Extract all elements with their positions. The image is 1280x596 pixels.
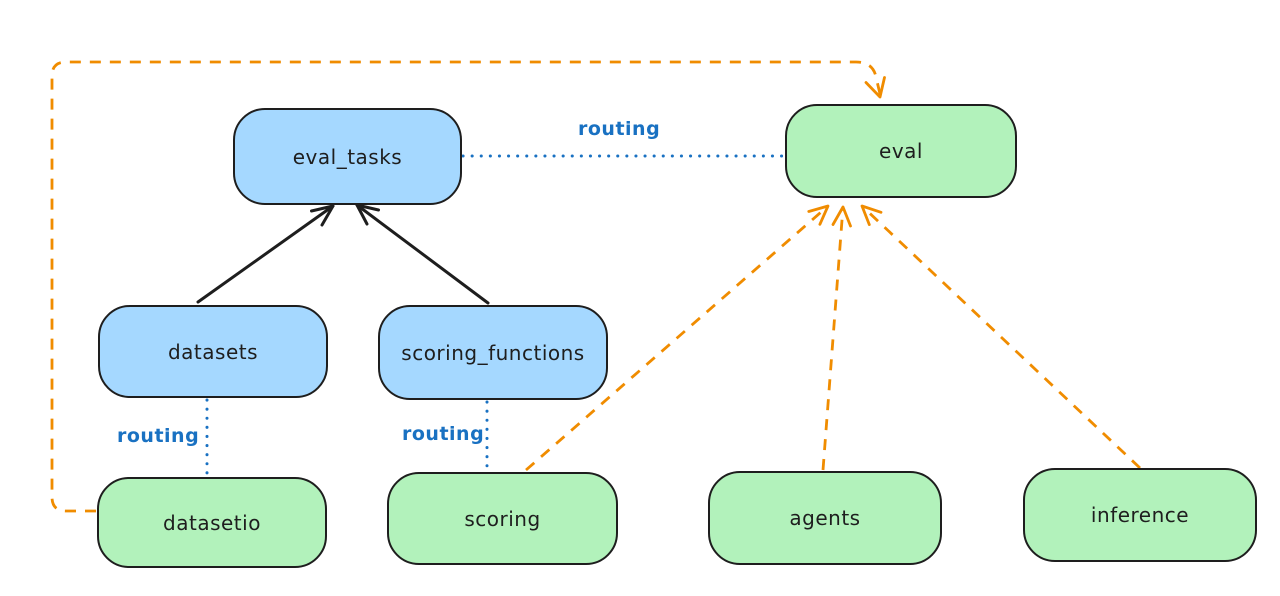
- edge-datasetio-to-eval-loop: [50, 60, 882, 513]
- node-scoring: scoring: [387, 472, 618, 565]
- edge-datasets-to-eval_tasks-arrowhead: [310, 204, 335, 227]
- node-inference: inference: [1023, 468, 1257, 562]
- node-agents: agents: [708, 471, 942, 565]
- node-scoring_functions-label: scoring_functions: [401, 340, 585, 365]
- node-eval_tasks-label: eval_tasks: [292, 144, 403, 169]
- edge-agents-to-eval: [821, 206, 845, 471]
- edge-agents-to-eval-arrowhead: [831, 205, 852, 228]
- node-scoring-label: scoring: [464, 506, 541, 531]
- edge-label-routing-scoring_functions-scoring: routing: [402, 423, 485, 445]
- node-eval: eval: [785, 104, 1017, 198]
- node-eval-label: eval: [879, 139, 923, 163]
- node-datasets: datasets: [98, 305, 328, 398]
- node-scoring_functions: scoring_functions: [378, 305, 608, 400]
- node-datasetio-label: datasetio: [163, 510, 261, 535]
- edge-label-routing-datasets-datasetio: routing: [117, 425, 200, 447]
- edge-scoring-to-eval: [525, 204, 829, 472]
- node-eval_tasks: eval_tasks: [233, 108, 462, 205]
- node-datasets-label: datasets: [167, 339, 259, 364]
- node-datasetio: datasetio: [97, 477, 327, 568]
- node-inference-label: inference: [1090, 503, 1190, 527]
- edge-inference-to-eval-arrowhead: [860, 204, 883, 226]
- node-agents-label: agents: [789, 506, 861, 530]
- edge-inference-to-eval: [861, 204, 1141, 470]
- edge-label-routing-eval_tasks-eval: routing: [578, 118, 661, 140]
- edge-datasetio-to-eval-arrowhead: [864, 76, 886, 99]
- edge-datasets-to-eval_tasks: [196, 204, 335, 304]
- edge-scoring_functions-to-eval_tasks: [355, 203, 490, 305]
- edge-scoring-to-eval-arrowhead: [807, 204, 830, 226]
- edge-scoring_functions-to-eval_tasks-arrowhead: [355, 203, 380, 226]
